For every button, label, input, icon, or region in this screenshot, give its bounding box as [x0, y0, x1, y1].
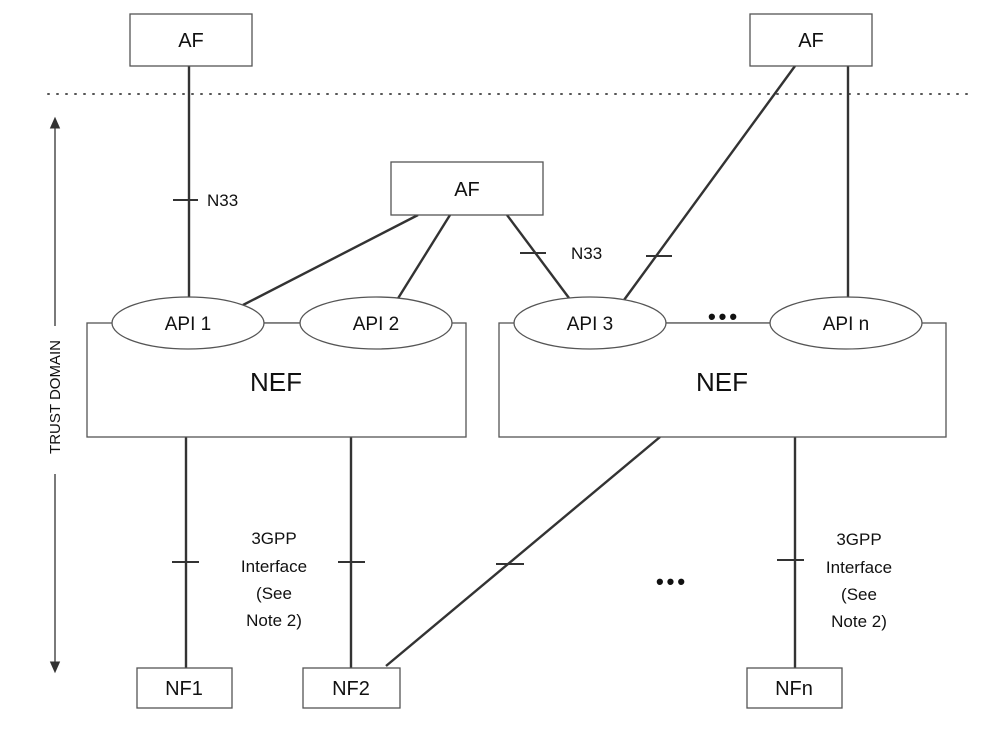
- api1-label: API 1: [165, 314, 211, 335]
- nf2-label: NF2: [332, 678, 370, 700]
- interface-left-line-4: Note 2): [246, 611, 302, 630]
- interface-right-line-3: (See: [841, 585, 877, 604]
- api1-node: API 1: [111, 296, 265, 350]
- apin-label: API n: [823, 314, 869, 335]
- af-node-center: AF: [390, 161, 544, 216]
- af-right-label: AF: [798, 30, 824, 52]
- af-node-left: AF: [129, 13, 253, 67]
- interface-left-line-2: Interface: [241, 557, 307, 576]
- interface-left-line-1: 3GPP: [251, 529, 296, 548]
- n33-label-center: N33: [571, 244, 602, 263]
- interface-left-line-3: (See: [256, 584, 292, 603]
- api2-node: API 2: [299, 296, 453, 350]
- n33-label-left: N33: [207, 191, 238, 210]
- link-af-center-api3: [506, 214, 570, 299]
- link-af-center-api1: [242, 213, 419, 307]
- af-center-label: AF: [454, 179, 480, 201]
- af-left-label: AF: [178, 30, 204, 52]
- interface-label-right: 3GPP Interface (See Note 2): [826, 530, 892, 631]
- trust-domain-label: TRUST DOMAIN: [47, 340, 64, 454]
- af-node-right: AF: [749, 13, 873, 67]
- interface-right-line-2: Interface: [826, 558, 892, 577]
- link-nef-right-nf2: [385, 436, 661, 667]
- nf1-node: NF1: [136, 667, 233, 709]
- nfn-label: NFn: [775, 678, 813, 700]
- trust-domain-label-bg: [47, 326, 63, 474]
- api3-label: API 3: [567, 314, 613, 335]
- link-af-right-api3: [623, 65, 796, 301]
- nf-ellipsis: •••: [656, 569, 688, 594]
- link-af-center-api2: [395, 214, 452, 301]
- nf2-node: NF2: [302, 667, 401, 709]
- nfn-node: NFn: [746, 667, 843, 709]
- nef-right-label: NEF: [696, 367, 748, 397]
- api2-label: API 2: [353, 314, 399, 335]
- api3-node: API 3: [513, 296, 667, 350]
- nf1-label: NF1: [165, 678, 203, 700]
- interface-right-line-4: Note 2): [831, 612, 887, 631]
- interface-right-line-1: 3GPP: [836, 530, 881, 549]
- interface-label-left: 3GPP Interface (See Note 2): [241, 529, 307, 630]
- nef-left-label: NEF: [250, 367, 302, 397]
- api-ellipsis: •••: [708, 304, 740, 329]
- apin-node: API n: [769, 296, 923, 350]
